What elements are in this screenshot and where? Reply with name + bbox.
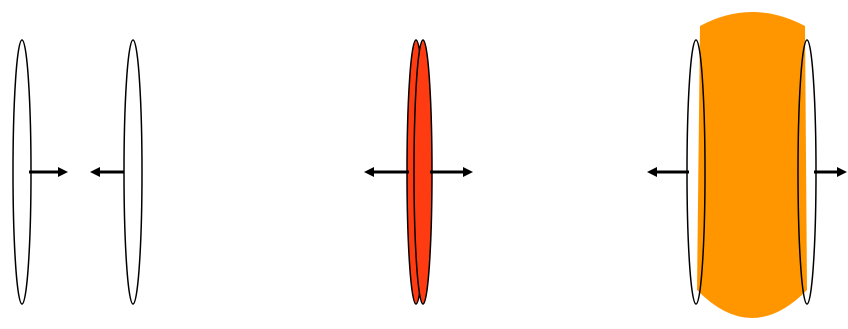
panel-collision	[364, 39, 473, 305]
panel-separation	[647, 12, 847, 318]
panel-approach	[12, 39, 143, 305]
fireball-region	[697, 12, 807, 318]
right-disc	[123, 39, 143, 305]
left-disc	[12, 39, 32, 305]
colliding-disc-front	[413, 39, 433, 305]
